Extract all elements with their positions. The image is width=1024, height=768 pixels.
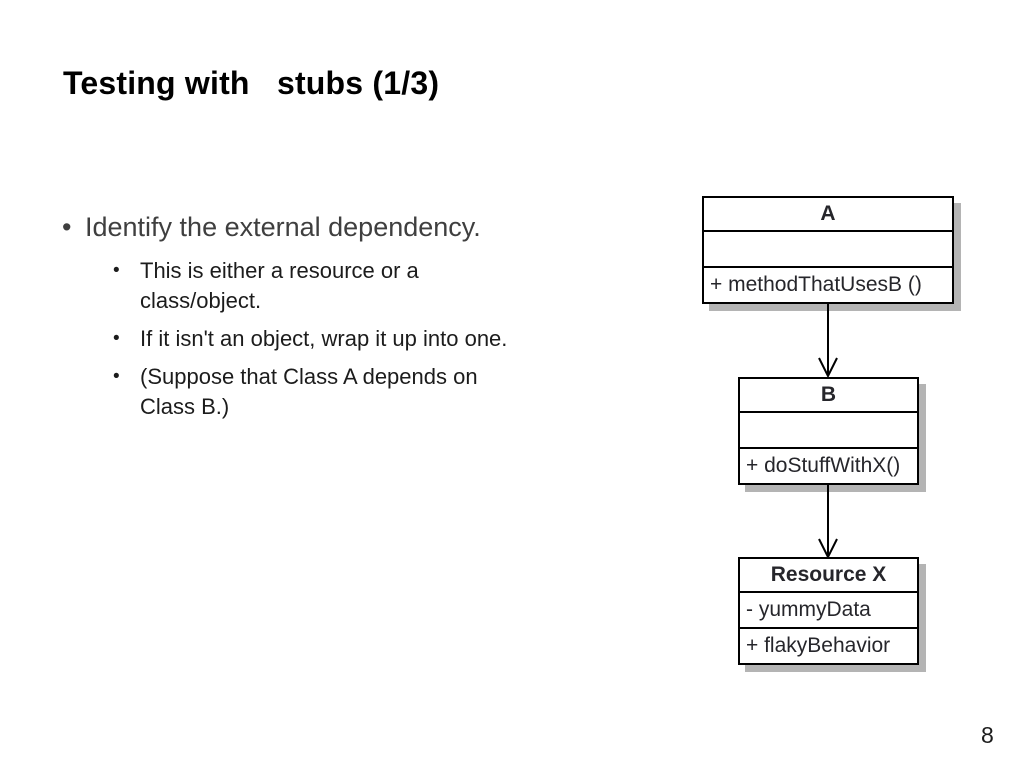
class-box-a: A + methodThatUsesB () bbox=[702, 196, 954, 304]
class-methods: + doStuffWithX() bbox=[746, 454, 901, 477]
main-bullet: • Identify the external dependency. bbox=[62, 210, 622, 244]
sub-bullet-text: (Suppose that Class A depends on Class B… bbox=[140, 364, 478, 419]
sub-bullet-text: This is either a resource or a class/obj… bbox=[140, 258, 419, 313]
class-box-b: B + doStuffWithX() bbox=[738, 377, 919, 485]
class-name: A bbox=[704, 198, 952, 232]
slide-title: Testing with stubs (1/3) bbox=[63, 65, 440, 102]
bullet-icon: • bbox=[62, 212, 72, 242]
class-methods: + flakyBehavior bbox=[746, 634, 891, 657]
class-box-resource-x: Resource X - yummyData + flakyBehavior bbox=[738, 557, 919, 665]
class-name: Resource X bbox=[740, 559, 917, 593]
list-item: • (Suppose that Class A depends on Class… bbox=[113, 362, 603, 422]
bullet-icon: • bbox=[113, 328, 120, 349]
list-item: • This is either a resource or a class/o… bbox=[113, 256, 603, 316]
list-item: • If it isn't an object, wrap it up into… bbox=[113, 324, 603, 354]
class-attributes: - yummyData bbox=[740, 593, 917, 629]
class-attributes bbox=[740, 413, 917, 449]
dependency-arrow-b-to-x-icon bbox=[818, 485, 838, 559]
page-number: 8 bbox=[981, 722, 994, 748]
class-methods: + methodThatUsesB () bbox=[710, 273, 922, 296]
main-bullet-text: Identify the external dependency. bbox=[85, 212, 481, 242]
sub-bullet-list: • This is either a resource or a class/o… bbox=[113, 256, 603, 430]
class-name: B bbox=[740, 379, 917, 413]
bullet-icon: • bbox=[113, 366, 120, 387]
bullet-icon: • bbox=[113, 260, 120, 281]
dependency-arrow-a-to-b-icon bbox=[818, 304, 838, 378]
class-attributes bbox=[704, 232, 952, 268]
sub-bullet-text: If it isn't an object, wrap it up into o… bbox=[140, 326, 508, 351]
